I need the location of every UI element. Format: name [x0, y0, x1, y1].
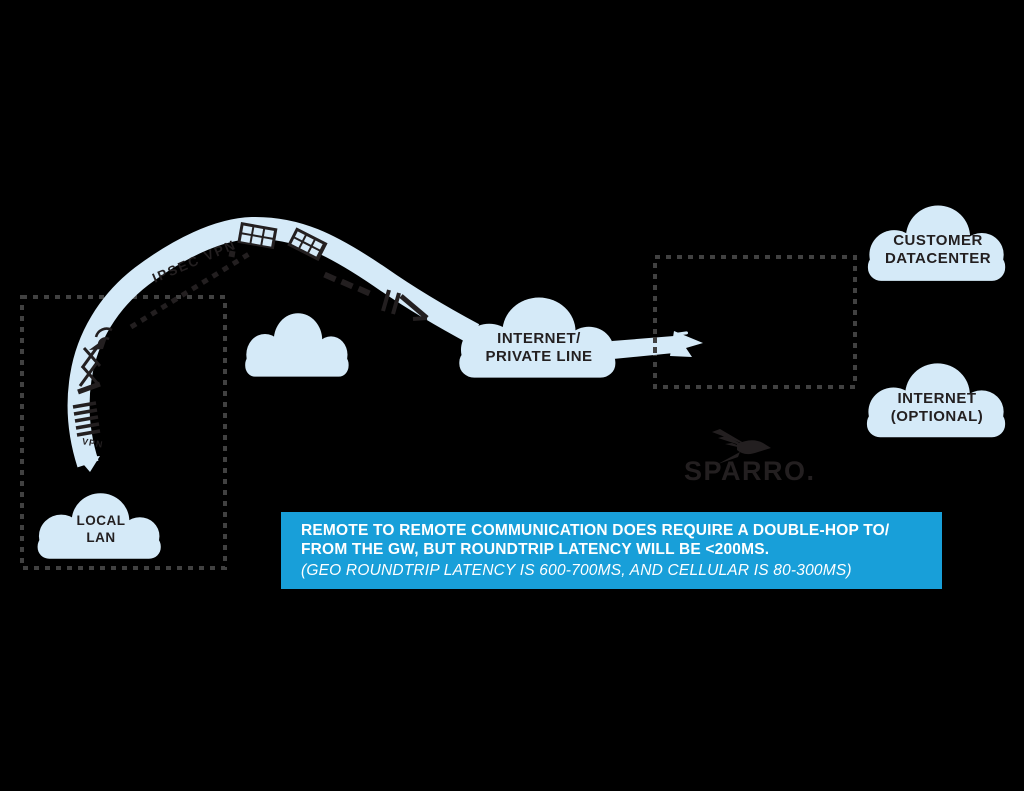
sparro-bird-icon: [712, 429, 771, 464]
lattice-icon: [78, 345, 102, 387]
banner-line-1: REMOTE TO REMOTE COMMUNICATION DOES REQU…: [301, 522, 890, 539]
band-lower-tip: [78, 456, 100, 472]
banner-line-3: (GEO ROUNDTRIP LATENCY IS 600-700MS, AND…: [301, 562, 852, 579]
box-edge-dash-1: [653, 337, 657, 343]
customer-datacenter-line1: CUSTOMER: [893, 232, 983, 249]
latency-banner: REMOTE TO REMOTE COMMUNICATION DOES REQU…: [281, 512, 942, 589]
firewall-grid-icon-2: [287, 227, 328, 262]
band-dot: [228, 250, 236, 258]
local-lan-line2: LAN: [86, 530, 116, 545]
internet-optional-label: INTERNET (OPTIONAL): [857, 390, 1017, 426]
sparro-wordmark: SPARRO.: [684, 456, 816, 486]
internet-private-line-label: INTERNET/ PRIVATE LINE: [459, 330, 619, 366]
customer-datacenter-line2: DATACENTER: [884, 250, 992, 267]
internet-private-line1: INTERNET/: [497, 330, 581, 347]
band-to-gateway: [612, 336, 674, 359]
chevron-break-icon: [381, 289, 429, 321]
band-wedge-icon: [89, 337, 107, 350]
dash-trail-right: [323, 271, 371, 297]
internet-optional-line2: (OPTIONAL): [890, 408, 984, 425]
local-lan-label: LOCAL LAN: [40, 512, 162, 546]
box-edge-dash-2: [653, 347, 657, 353]
band-slash-icon: [77, 381, 101, 395]
banner-line-2: FROM THE GW, BUT ROUNDTRIP LATENCY WILL …: [301, 541, 770, 558]
gateway-boundary-box: [653, 255, 857, 389]
internet-private-line2: PRIVATE LINE: [485, 348, 593, 365]
cloud-middle: [245, 313, 349, 377]
band-arrowhead: [670, 331, 703, 357]
firewall-grid-icon-1: [237, 222, 278, 250]
coil-icon: [72, 401, 101, 437]
arrow-accent-dash: [676, 331, 689, 336]
internet-optional-line1: INTERNET: [897, 390, 977, 407]
vpn-tunnel-band: [67, 216, 480, 468]
customer-datacenter-label: CUSTOMER DATACENTER: [858, 232, 1018, 268]
local-lan-line1: LOCAL: [76, 513, 126, 528]
